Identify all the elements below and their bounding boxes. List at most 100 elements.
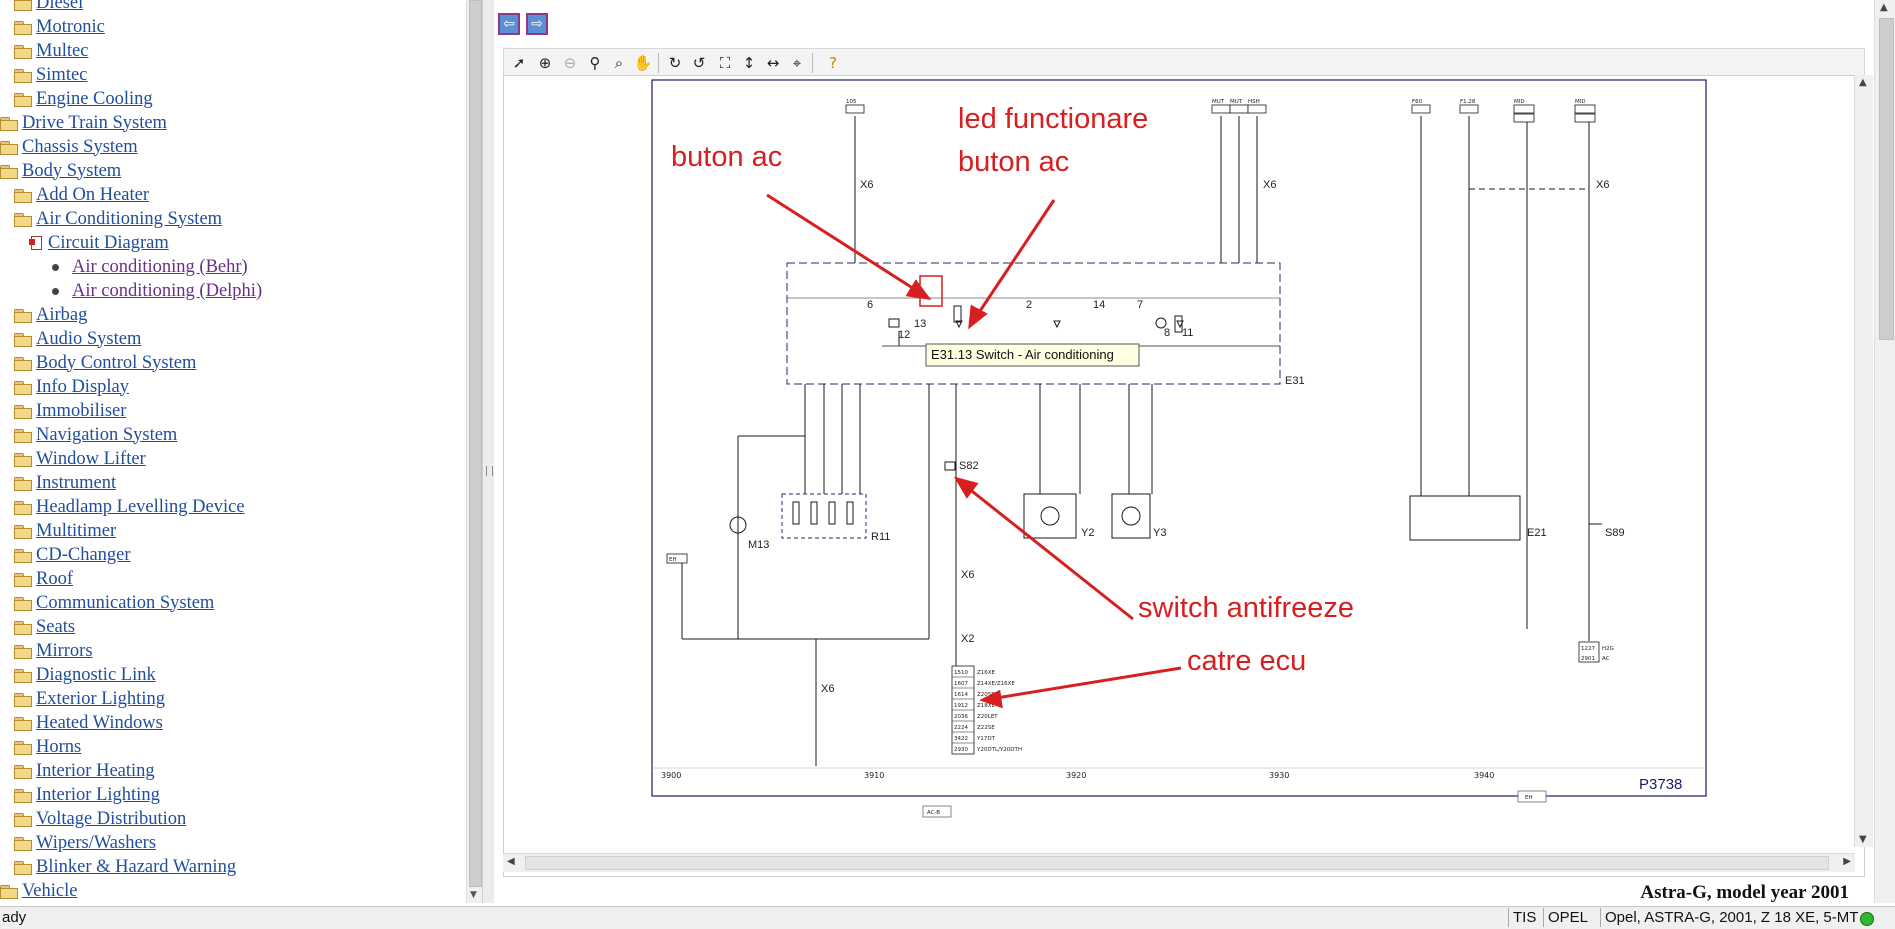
zoom-area-icon[interactable]: ⌕ bbox=[614, 54, 624, 72]
tree-item-label[interactable]: Multitimer bbox=[36, 520, 117, 541]
tree-item[interactable]: Multitimer bbox=[14, 519, 116, 543]
scroll-left-arrow-icon[interactable]: ◀ bbox=[507, 856, 515, 867]
horizontal-scrollbar-thumb[interactable] bbox=[525, 856, 1829, 870]
tree-item[interactable]: Air conditioning (Behr) bbox=[48, 255, 248, 279]
tree-item-label[interactable]: Body Control System bbox=[36, 352, 197, 373]
tree-item-label[interactable]: Instrument bbox=[36, 472, 117, 493]
tree-item[interactable]: Communication System bbox=[14, 591, 214, 615]
diagram-horizontal-scrollbar[interactable]: ◀ ▶ bbox=[503, 853, 1855, 872]
tree-item[interactable]: Voltage Distribution bbox=[14, 807, 186, 831]
tree-item-label[interactable]: Multec bbox=[36, 40, 89, 61]
tree-item-label[interactable]: Communication System bbox=[36, 592, 215, 613]
diagram-vertical-scrollbar[interactable]: ▲ ▼ bbox=[1854, 75, 1873, 847]
tree-item[interactable]: Vehicle bbox=[0, 879, 77, 903]
tree-item-label[interactable]: Voltage Distribution bbox=[36, 808, 187, 829]
tree-item[interactable]: Airbag bbox=[14, 303, 87, 327]
tree-item[interactable]: Diagnostic Link bbox=[14, 663, 156, 687]
tree-item[interactable]: Simtec bbox=[14, 63, 87, 87]
tree-item[interactable]: Interior Heating bbox=[14, 759, 155, 783]
tree-item[interactable]: Circuit Diagram bbox=[29, 231, 169, 255]
magnifier-icon[interactable]: ⚲ bbox=[589, 54, 601, 72]
tree-item[interactable]: Engine Cooling bbox=[14, 87, 153, 111]
rotate-ccw-icon[interactable]: ↺ bbox=[692, 54, 706, 72]
tree-item[interactable]: Window Lifter bbox=[14, 447, 146, 471]
scroll-up-arrow-icon[interactable]: ▲ bbox=[1880, 2, 1888, 13]
tree-item[interactable]: Body System bbox=[0, 159, 121, 183]
tree-item-label[interactable]: Body System bbox=[22, 160, 122, 181]
pan-hand-icon[interactable]: ✋ bbox=[633, 54, 653, 72]
tree-item[interactable]: Body Control System bbox=[14, 351, 196, 375]
tree-item[interactable]: Add On Heater bbox=[14, 183, 149, 207]
tree-item[interactable]: Air Conditioning System bbox=[14, 207, 222, 231]
window-vertical-scrollbar[interactable]: ▲ bbox=[1874, 0, 1895, 903]
tree-item-label[interactable]: Window Lifter bbox=[36, 448, 146, 469]
tree-item-label[interactable]: Chassis System bbox=[22, 136, 138, 157]
tree-item-label[interactable]: Headlamp Levelling Device bbox=[36, 496, 245, 517]
tree-item-label[interactable]: Navigation System bbox=[36, 424, 178, 445]
tree-item-label[interactable]: Simtec bbox=[36, 64, 88, 85]
tree-item[interactable]: Heated Windows bbox=[14, 711, 163, 735]
tree-item[interactable]: Chassis System bbox=[0, 135, 138, 159]
tree-item-label[interactable]: Immobiliser bbox=[36, 400, 127, 421]
tree-item-label[interactable]: Drive Train System bbox=[22, 112, 167, 133]
tree-item-label[interactable]: Add On Heater bbox=[36, 184, 150, 205]
tree-item-label[interactable]: Diagnostic Link bbox=[36, 664, 156, 685]
tree-item[interactable]: Roof bbox=[14, 567, 73, 591]
tree-item[interactable]: CD-Changer bbox=[14, 543, 131, 567]
tree-item[interactable]: Audio System bbox=[14, 327, 141, 351]
fit-height-icon[interactable]: ↕ bbox=[742, 54, 756, 72]
tree-item[interactable]: Navigation System bbox=[14, 423, 177, 447]
tree-item[interactable]: Multec bbox=[14, 39, 88, 63]
rotate-cw-icon[interactable]: ↻ bbox=[668, 54, 682, 72]
tree-item-label[interactable]: Engine Cooling bbox=[36, 88, 153, 109]
tree-item-label[interactable]: CD-Changer bbox=[36, 544, 131, 565]
tree-item-label[interactable]: Mirrors bbox=[36, 640, 93, 661]
scroll-down-arrow-icon[interactable]: ▼ bbox=[470, 890, 477, 900]
tree-item-label[interactable]: Interior Lighting bbox=[36, 784, 160, 805]
tree-item-label[interactable]: Exterior Lighting bbox=[36, 688, 165, 709]
tree-item-label[interactable]: Audio System bbox=[36, 328, 142, 349]
fit-width-icon[interactable]: ↔ bbox=[766, 54, 780, 72]
zoom-in-icon[interactable]: ⊕ bbox=[538, 54, 552, 72]
tree-item[interactable]: Info Display bbox=[14, 375, 129, 399]
splitter-grip-icon[interactable] bbox=[486, 466, 493, 476]
tree-item[interactable]: Interior Lighting bbox=[14, 783, 160, 807]
tree-item[interactable]: Wipers/Washers bbox=[14, 831, 156, 855]
back-button[interactable]: ⇦ bbox=[498, 13, 520, 35]
tree-item-label[interactable]: Circuit Diagram bbox=[48, 232, 169, 253]
tree-item[interactable]: Immobiliser bbox=[14, 399, 126, 423]
tree-item[interactable]: Exterior Lighting bbox=[14, 687, 165, 711]
tree-item[interactable]: Instrument bbox=[14, 471, 116, 495]
tree-item-label[interactable]: Interior Heating bbox=[36, 760, 155, 781]
tree-scrollbar[interactable]: ▼ bbox=[466, 0, 483, 903]
window-scrollbar-thumb[interactable] bbox=[1879, 18, 1894, 340]
tree-item-label[interactable]: Seats bbox=[36, 616, 76, 637]
tree-scrollbar-thumb[interactable] bbox=[469, 0, 482, 887]
text-search-icon[interactable]: ⌖ bbox=[792, 54, 802, 72]
tree-item[interactable]: Seats bbox=[14, 615, 75, 639]
tree-item-label[interactable]: Roof bbox=[36, 568, 73, 589]
tree-item-label[interactable]: Info Display bbox=[36, 376, 129, 397]
zoom-out-icon[interactable]: ⊖ bbox=[563, 54, 577, 72]
tree-item-label[interactable]: Air conditioning (Delphi) bbox=[72, 280, 263, 301]
circuit-diagram-view[interactable]: E31 bbox=[503, 75, 1865, 877]
tree-item-label[interactable]: Airbag bbox=[36, 304, 88, 325]
tree-item-label[interactable]: Wipers/Washers bbox=[36, 832, 157, 853]
scroll-down-arrow-icon[interactable]: ▼ bbox=[1859, 834, 1867, 845]
tree-item[interactable]: Mirrors bbox=[14, 639, 93, 663]
tree-item[interactable]: Headlamp Levelling Device bbox=[14, 495, 245, 519]
fit-page-icon[interactable]: ⛶ bbox=[719, 54, 731, 72]
tree-item[interactable]: Horns bbox=[14, 735, 81, 759]
tree-item-label[interactable]: Air conditioning (Behr) bbox=[72, 256, 248, 277]
tree-item[interactable]: Diesel bbox=[14, 0, 83, 15]
tree-item-label[interactable]: Blinker & Hazard Warning bbox=[36, 856, 237, 877]
tree-item-label[interactable]: Air Conditioning System bbox=[36, 208, 223, 229]
tree-item-label[interactable]: Diesel bbox=[36, 0, 84, 13]
tree-item[interactable]: Drive Train System bbox=[0, 111, 167, 135]
tree-item-label[interactable]: Motronic bbox=[36, 16, 105, 37]
tree-item[interactable]: Blinker & Hazard Warning bbox=[14, 855, 236, 879]
scroll-right-arrow-icon[interactable]: ▶ bbox=[1843, 856, 1851, 867]
forward-button[interactable]: ⇨ bbox=[526, 13, 548, 35]
tree-item[interactable]: Air conditioning (Delphi) bbox=[48, 279, 262, 303]
tree-item-label[interactable]: Vehicle bbox=[22, 880, 78, 901]
